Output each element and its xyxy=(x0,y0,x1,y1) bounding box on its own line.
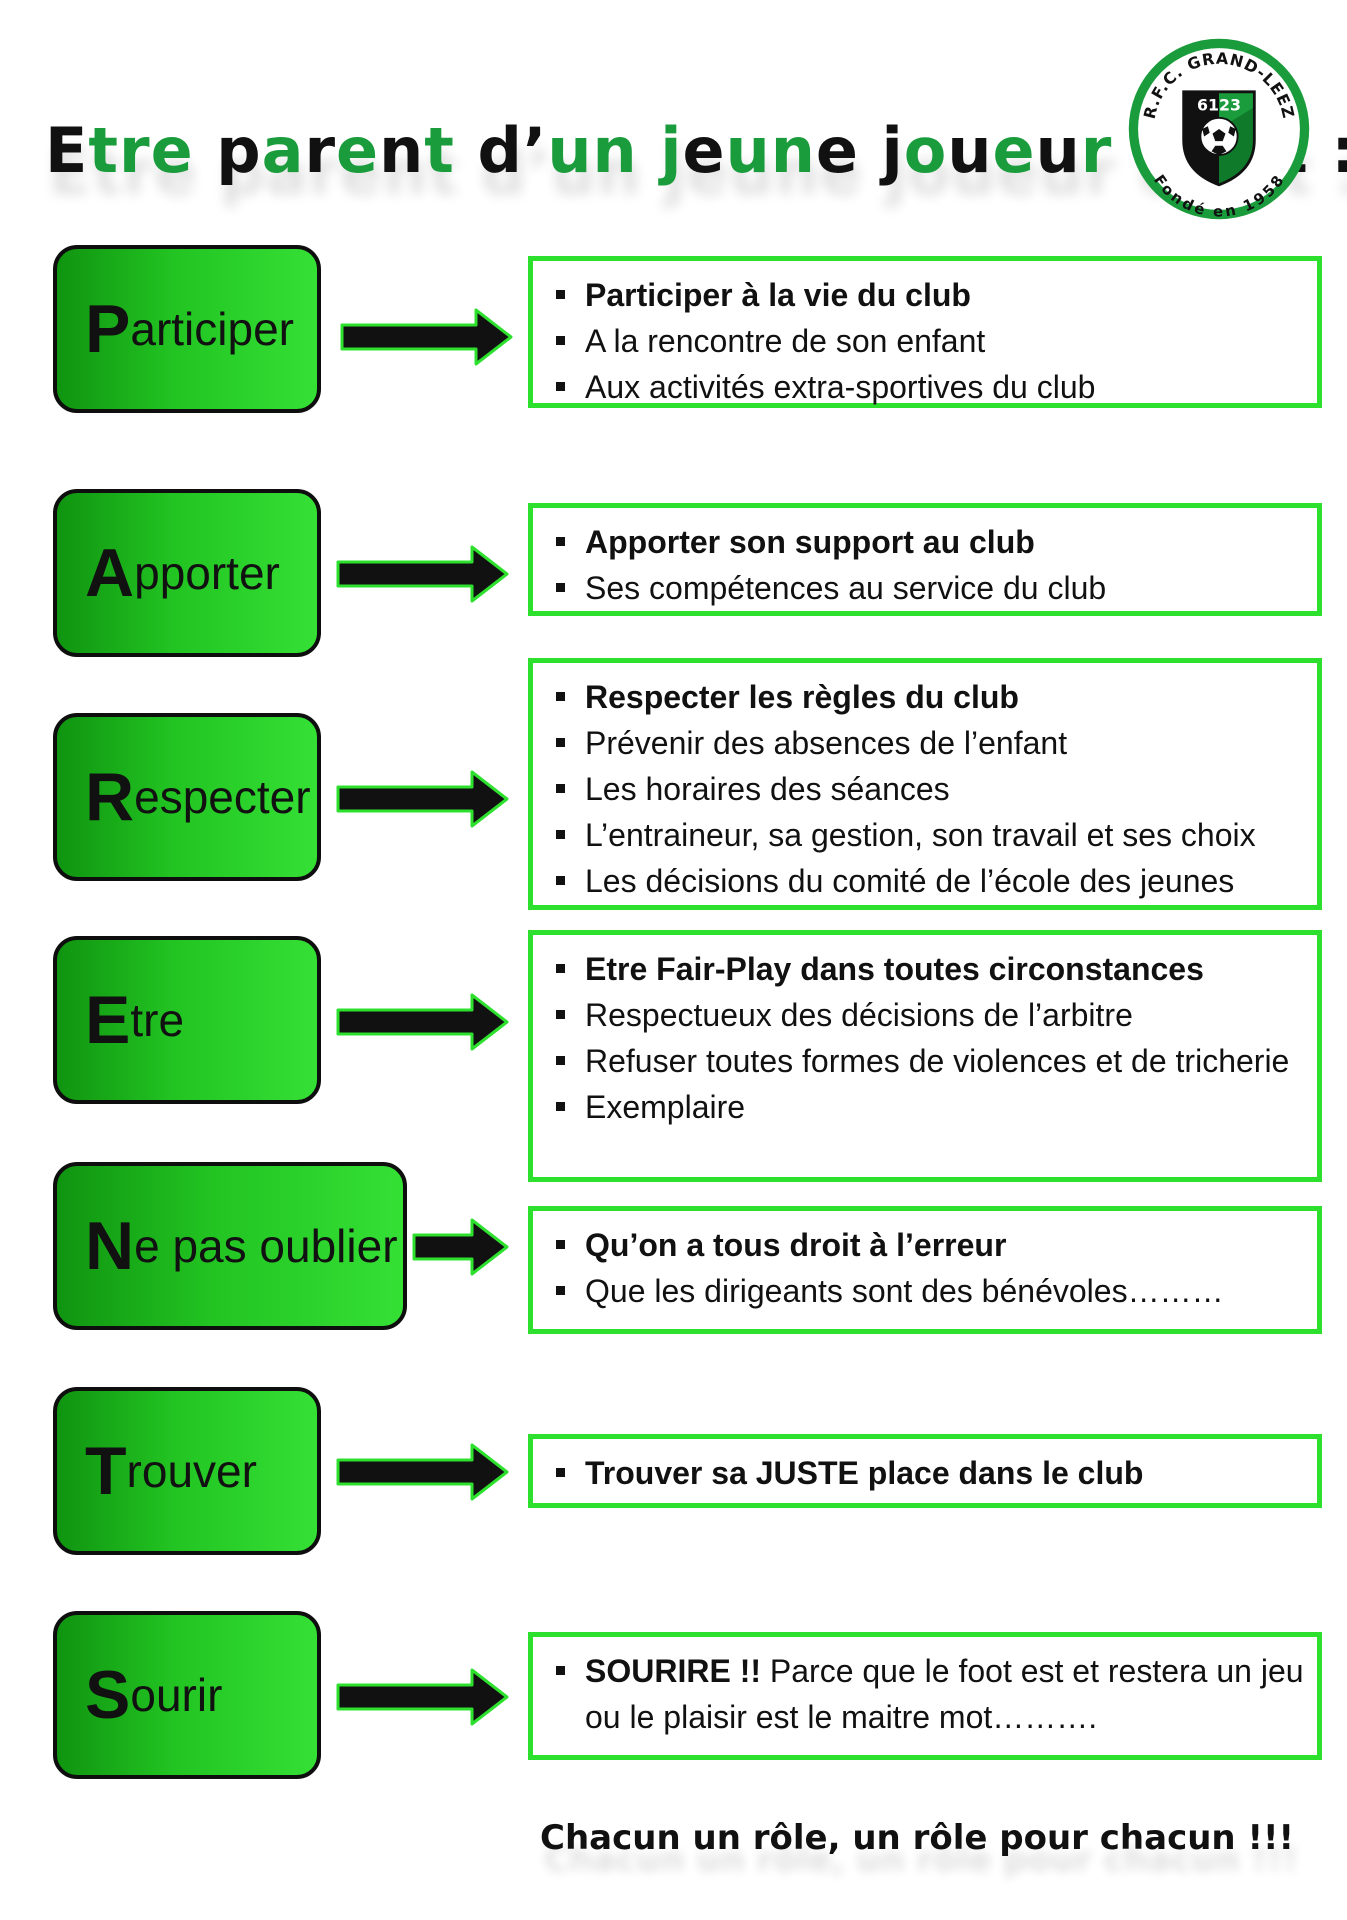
acrostic-word-rest: e pas oublier xyxy=(134,1220,398,1272)
acrostic-word-rest: tre xyxy=(130,994,185,1046)
acrostic-word-rest: pporter xyxy=(134,547,280,599)
right-arrow-icon xyxy=(336,1443,509,1501)
title-segment: r xyxy=(304,113,337,187)
acrostic-letter: N xyxy=(85,1208,135,1284)
list-item: Les décisions du comité de l’école des j… xyxy=(553,858,1307,904)
acrostic-letter: S xyxy=(85,1657,131,1733)
title-segment: u xyxy=(947,113,993,187)
info-box: SOURIRE !! Parce que le foot est et rest… xyxy=(528,1632,1322,1760)
right-arrow-icon xyxy=(336,1668,509,1726)
title-segment: E xyxy=(45,113,89,187)
list-item-rest: Parce que le foot est et restera un jeu … xyxy=(585,1653,1304,1735)
acrostic-letter: E xyxy=(85,982,131,1058)
acrostic-letter: R xyxy=(85,759,135,835)
acrostic-word-rest: articiper xyxy=(130,303,294,355)
club-logo: R.F.C. GRAND-LEEZ Fondé en 1958 6123 xyxy=(1128,38,1310,220)
title-segment: tre xyxy=(88,113,194,187)
list-item: Les horaires des séances xyxy=(553,766,1307,812)
title-segment: d’ xyxy=(454,113,548,187)
title-segment: a xyxy=(261,113,305,187)
list-item-emphasis: SOURIRE !! xyxy=(585,1653,761,1689)
list-item: Participer à la vie du club xyxy=(553,272,1307,318)
title-segment: un xyxy=(725,113,816,187)
list-item: Que les dirigeants sont des bénévoles……… xyxy=(553,1268,1307,1314)
title-segment: e xyxy=(992,113,1036,187)
list-item: Qu’on a tous droit à l’erreur xyxy=(553,1222,1307,1268)
info-list: Etre Fair-Play dans toutes circonstances… xyxy=(553,946,1307,1130)
right-arrow-icon xyxy=(336,993,509,1051)
right-arrow-icon xyxy=(412,1218,509,1276)
acrostic-letter: P xyxy=(85,291,131,367)
title-segment: r xyxy=(1080,113,1113,187)
list-item: SOURIRE !! Parce que le foot est et rest… xyxy=(553,1648,1307,1740)
title-segment: un xyxy=(547,113,638,187)
title-segment: j xyxy=(660,113,683,187)
title-segment: p xyxy=(193,113,262,187)
info-list: SOURIRE !! Parce que le foot est et rest… xyxy=(553,1648,1307,1740)
info-box: Etre Fair-Play dans toutes circonstances… xyxy=(528,930,1322,1182)
acrostic-letter: A xyxy=(85,535,135,611)
logo-number: 6123 xyxy=(1197,95,1241,114)
info-box: Trouver sa JUSTE place dans le club xyxy=(528,1434,1322,1508)
list-item: Respecter les règles du club xyxy=(553,674,1307,720)
list-item: Ses compétences au service du club xyxy=(553,565,1307,611)
title-segment: u xyxy=(1035,113,1081,187)
title-segment xyxy=(638,114,661,187)
list-item: Etre Fair-Play dans toutes circonstances xyxy=(553,946,1307,992)
list-item: Refuser toutes formes de violences et de… xyxy=(553,1038,1307,1084)
list-item: L’entraineur, sa gestion, son travail et… xyxy=(553,812,1307,858)
list-item: Respectueux des décisions de l’arbitre xyxy=(553,992,1307,1038)
acrostic-word-rest: rouver xyxy=(126,1445,257,1497)
acrostic-word-rest: especter xyxy=(134,771,311,823)
acrostic-letter: T xyxy=(85,1433,127,1509)
right-arrow-icon xyxy=(336,545,509,603)
soccer-ball-icon xyxy=(1199,116,1239,156)
title-segment: e j xyxy=(815,113,904,187)
title-segment: o xyxy=(903,113,948,187)
list-item: Trouver sa JUSTE place dans le club xyxy=(553,1450,1307,1496)
info-list: Trouver sa JUSTE place dans le club xyxy=(553,1450,1307,1496)
list-item: Exemplaire xyxy=(553,1084,1307,1130)
title-segment: e xyxy=(682,113,726,187)
right-arrow-icon xyxy=(336,770,509,828)
page-title: Etre parent d’un jeune joueur c’est : xyxy=(45,113,1347,187)
list-item: A la rencontre de son enfant xyxy=(553,318,1307,364)
title-segment: t xyxy=(424,113,455,187)
title-segment: e xyxy=(336,113,380,187)
right-arrow-icon xyxy=(340,308,513,366)
acrostic-word-rest: ourir xyxy=(130,1669,223,1721)
title-segment: n xyxy=(379,113,425,187)
footer-slogan: Chacun un rôle, un rôle pour chacun !!! xyxy=(540,1818,1294,1858)
list-item: Aux activités extra-sportives du club xyxy=(553,364,1307,410)
list-item: Apporter son support au club xyxy=(553,519,1307,565)
list-item: Prévenir des absences de l’enfant xyxy=(553,720,1307,766)
